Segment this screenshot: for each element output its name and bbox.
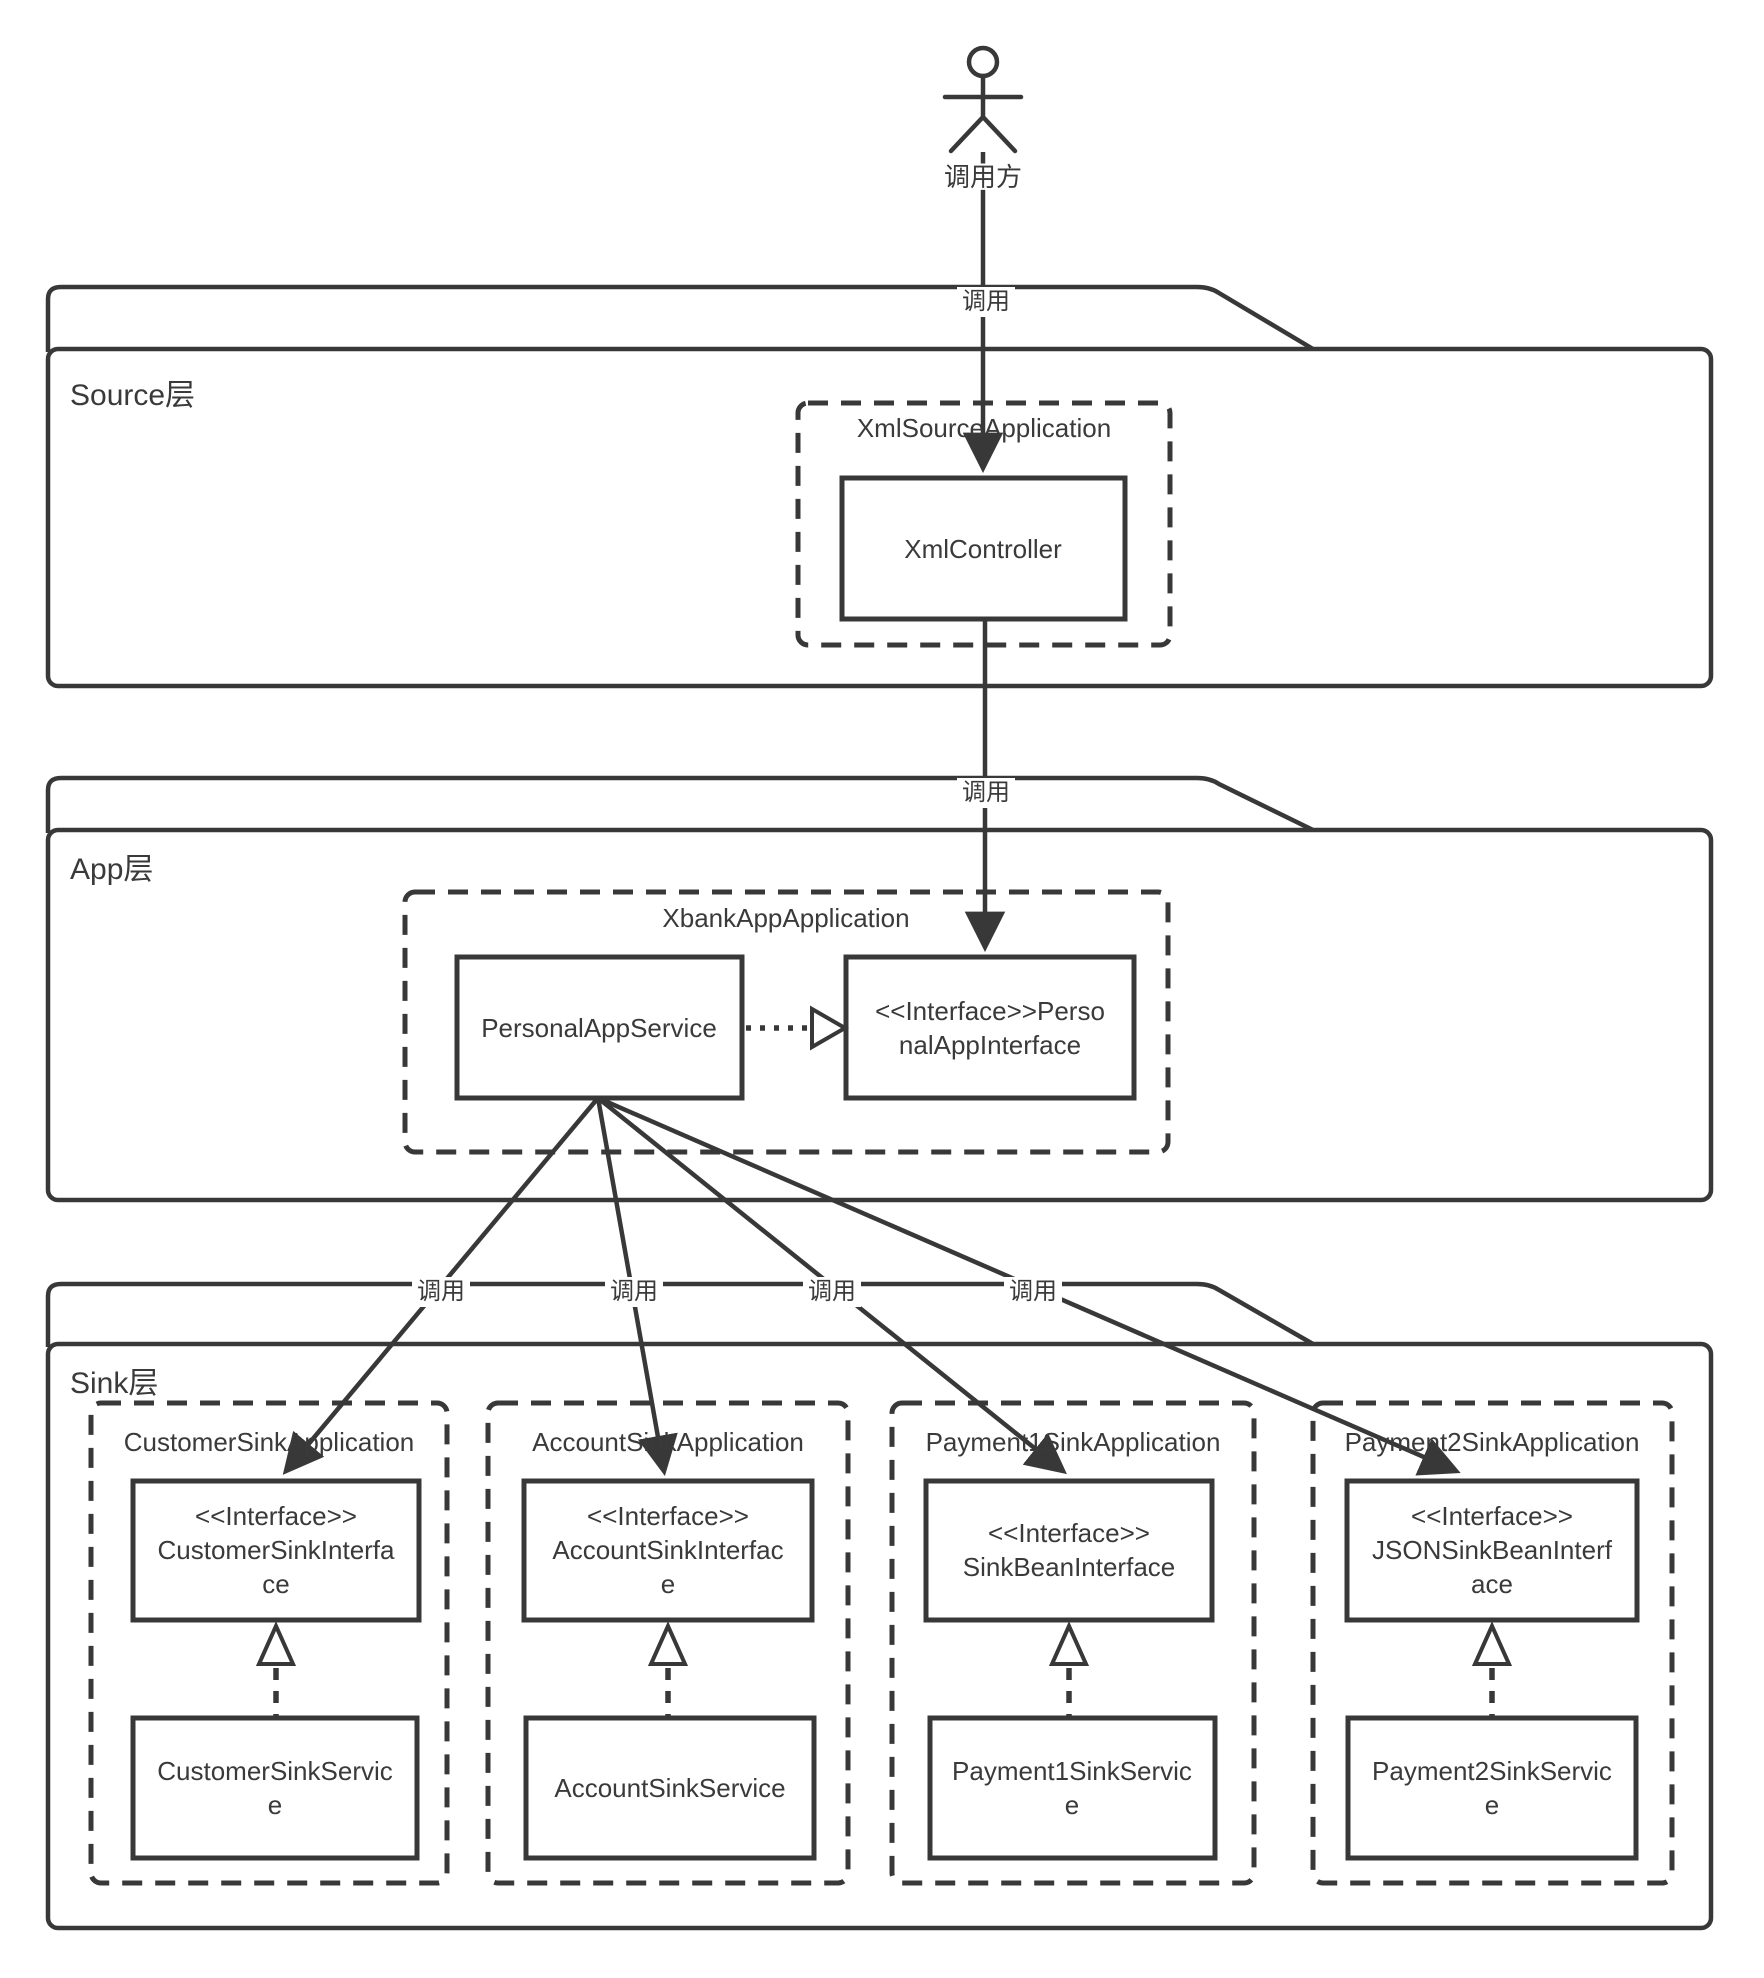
- class-jsonsinkbeaninterface: [1344, 1478, 1640, 1623]
- app-layer-title: App层: [70, 853, 154, 886]
- container-customersinkapplication: [88, 1400, 450, 1886]
- accountsinkinterface-label: <<Interface>> AccountSinkInterfac e: [552, 1501, 784, 1599]
- payment2sinkservice-label: Payment2SinkServic e: [1372, 1756, 1612, 1820]
- call-label-accountsink: 调用: [605, 1277, 663, 1307]
- container-accountsinkapplication: [485, 1400, 851, 1886]
- class-personalappservice: [454, 954, 745, 1101]
- realization-customersinkservice: [255, 1621, 297, 1718]
- sink-layer-title: Sink层: [70, 1367, 159, 1400]
- package-source-outline: [45, 284, 1714, 689]
- payment2sinkapplication-title: Payment2SinkApplication: [1344, 1427, 1640, 1457]
- class-accountsinkservice: [523, 1715, 817, 1861]
- sinkbeaninterface-label: <<Interface>> SinkBeanInterface: [962, 1518, 1176, 1582]
- realization-payment2sinkservice: [1471, 1621, 1513, 1718]
- actor-icon: [942, 45, 1024, 154]
- container-xbankappapplication: [402, 889, 1171, 1155]
- call-label-payment1sink: 调用: [803, 1277, 861, 1307]
- xmlcontroller-label: XmlController: [904, 534, 1062, 564]
- actor-label: 调用方: [943, 162, 1023, 192]
- package-app-outline: [45, 775, 1714, 1203]
- class-sinkbeaninterface: [923, 1478, 1215, 1623]
- class-customersinkinterface: [130, 1478, 422, 1623]
- payment1sinkapplication-title: Payment1SinkApplication: [925, 1427, 1221, 1457]
- class-xmlcontroller: [839, 475, 1128, 622]
- customersinkinterface-label: <<Interface>> CustomerSinkInterfa ce: [157, 1501, 395, 1599]
- xbankappapplication-title: XbankAppApplication: [662, 903, 910, 933]
- realization-personalappservice: [746, 1005, 850, 1051]
- class-payment2sinkservice: [1345, 1715, 1639, 1861]
- call-label-app: 调用: [957, 778, 1015, 808]
- customersinkservice-label: CustomerSinkServic e: [157, 1756, 393, 1820]
- xmlsourceapplication-title: XmlSourceApplication: [856, 413, 1112, 443]
- call-label-customersink: 调用: [412, 1277, 470, 1307]
- personalappinterface-label: <<Interface>>Perso nalAppInterface: [875, 996, 1105, 1060]
- customersinkapplication-title: CustomerSinkApplication: [123, 1427, 415, 1457]
- container-payment1sinkapplication: [889, 1400, 1257, 1886]
- realization-accountsinkservice: [647, 1621, 689, 1718]
- source-layer-title: Source层: [70, 379, 196, 412]
- call-label-payment2sink: 调用: [1004, 1277, 1062, 1307]
- accountsinkapplication-title: AccountSinkApplication: [532, 1427, 804, 1457]
- class-payment1sinkservice: [927, 1715, 1218, 1861]
- payment1sinkservice-label: Payment1SinkServic e: [952, 1756, 1192, 1820]
- jsonsinkbeaninterface-label: <<Interface>> JSONSinkBeanInterf ace: [1372, 1501, 1612, 1599]
- personalappservice-label: PersonalAppService: [481, 1013, 717, 1043]
- call-label-actor: 调用: [957, 287, 1015, 317]
- realization-payment1sinkservice: [1048, 1621, 1090, 1718]
- class-personalappinterface: [843, 954, 1137, 1101]
- accountsinkservice-label: AccountSinkService: [554, 1773, 786, 1803]
- class-accountsinkinterface: [521, 1478, 815, 1623]
- container-payment2sinkapplication: [1310, 1400, 1675, 1886]
